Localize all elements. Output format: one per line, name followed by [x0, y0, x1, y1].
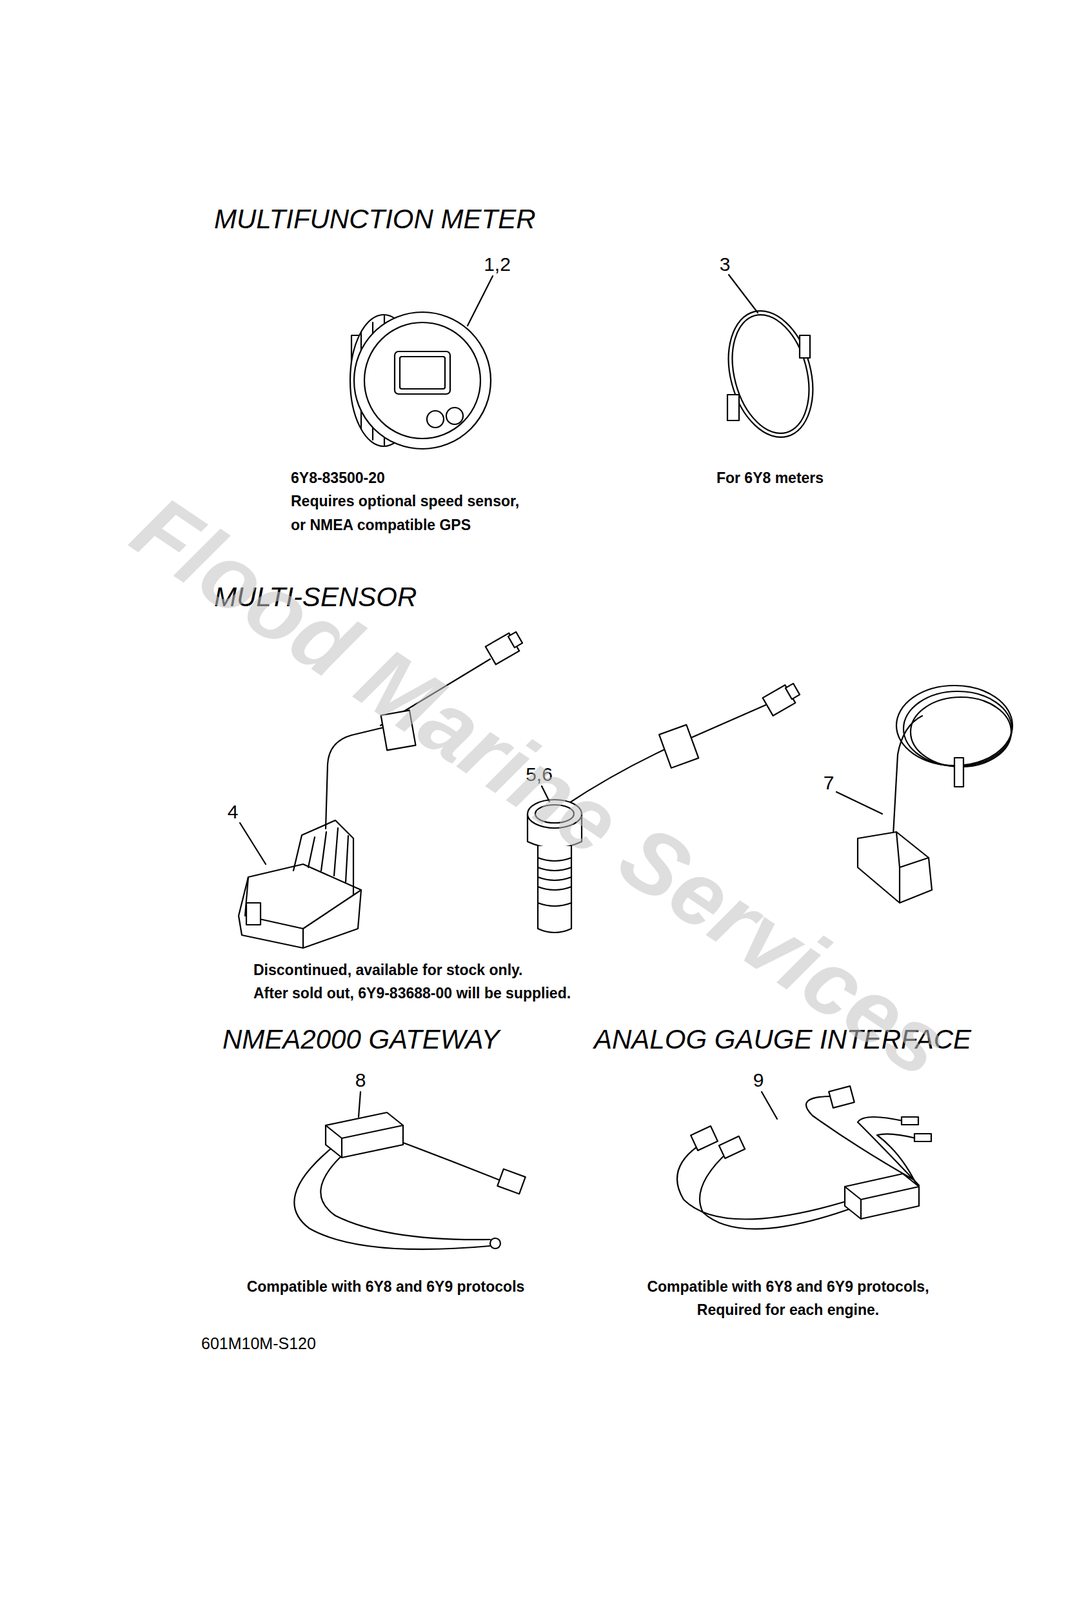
- callout-number: 3: [719, 253, 731, 277]
- section-heading: NMEA2000 GATEWAY: [222, 1024, 500, 1056]
- watermark: Flood Marine Services: [114, 475, 968, 1097]
- part-note: or NMEA compatible GPS: [290, 516, 471, 534]
- interface-drawing: [677, 1086, 932, 1230]
- part-note: For 6Y8 meters: [716, 469, 824, 487]
- part-note: Discontinued, available for stock only.: [253, 961, 524, 979]
- section-heading: MULTIFUNCTION METER: [214, 203, 536, 235]
- leader-line: [358, 1091, 361, 1117]
- drawing-code: 601M10M-S120: [201, 1334, 316, 1353]
- part-note: Requires optional speed sensor,: [290, 492, 520, 510]
- part-note: 6Y8-83500-20: [290, 469, 386, 487]
- leader-line: [467, 276, 493, 326]
- callout-number: 8: [355, 1069, 367, 1092]
- gateway-drawing: [294, 1091, 525, 1250]
- part-note: Compatible with 6Y8 and 6Y9 protocols: [246, 1278, 525, 1295]
- meter-drawing: [350, 276, 493, 449]
- part-note: Required for each engine.: [697, 1301, 879, 1319]
- part-note: Compatible with 6Y8 and 6Y9 protocols,: [646, 1278, 929, 1295]
- callout-number: 4: [227, 800, 239, 824]
- sensor-7-drawing: [836, 685, 1013, 903]
- part-note: After sold out, 6Y9-83688-00 will be sup…: [253, 984, 571, 1002]
- bezel-ring-drawing: [715, 274, 827, 447]
- leader-line: [239, 822, 266, 865]
- callout-number: 1,2: [483, 253, 511, 277]
- leader-line: [761, 1091, 778, 1119]
- leader-line: [836, 791, 883, 814]
- leader-line: [728, 274, 758, 313]
- callout-number: 9: [753, 1069, 765, 1092]
- callout-number: 7: [823, 771, 835, 795]
